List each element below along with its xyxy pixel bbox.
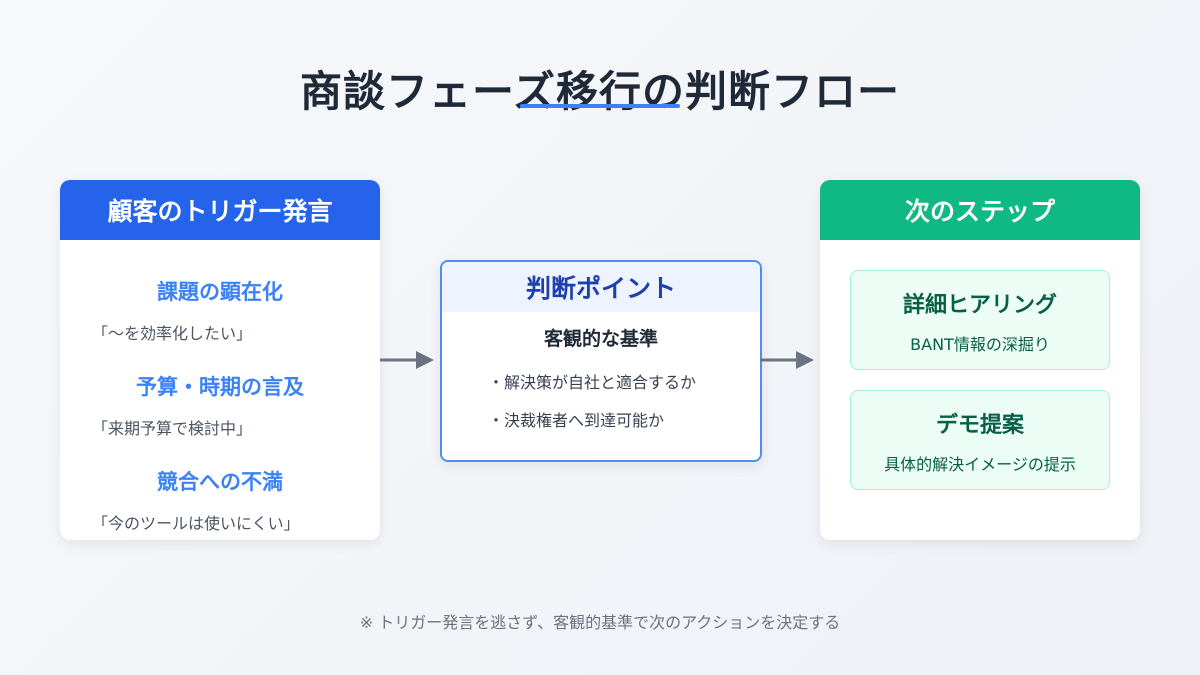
next-step-header: 次のステップ <box>820 180 1140 240</box>
step-description: BANT情報の深掘り <box>910 335 1050 354</box>
customer-trigger-header: 顧客のトリガー発言 <box>60 180 380 240</box>
trigger-quote: 「〜を効率化したい」 <box>92 324 253 343</box>
decision-point-header: 判断ポイント <box>442 262 760 312</box>
trigger-quote: 「来期予算で検討中」 <box>92 419 253 438</box>
page-title: 商談フェーズ移行の判断フロー <box>300 67 900 116</box>
decision-point-subtitle: 客観的な基準 <box>543 328 658 350</box>
step-item-2: デモ提案 具体的解決イメージの提示 <box>850 390 1110 490</box>
title-underline <box>520 104 680 108</box>
trigger-item-1: 課題の顕在化 「〜を効率化したい」 <box>60 262 380 357</box>
step-description: 具体的解決イメージの提示 <box>884 455 1076 474</box>
trigger-item-2: 予算・時期の言及 「来期予算で検討中」 <box>60 357 380 452</box>
footnote: ※ トリガー発言を逃さず、客観的基準で次のアクションを決定する <box>359 613 841 632</box>
trigger-name: 競合への不満 <box>157 470 283 494</box>
step-item-1: 詳細ヒアリング BANT情報の深掘り <box>850 270 1110 370</box>
trigger-name: 課題の顕在化 <box>157 280 283 304</box>
trigger-list: 課題の顕在化 「〜を効率化したい」 予算・時期の言及 「来期予算で検討中」 競合… <box>60 240 380 540</box>
criteria-item: ・決裁権者へ到達可能か <box>488 411 665 430</box>
next-step-card: 次のステップ 詳細ヒアリング BANT情報の深掘り デモ提案 具体的解決イメージ… <box>820 180 1140 540</box>
step-title: 詳細ヒアリング <box>902 293 1057 318</box>
trigger-quote: 「今のツールは使いにくい」 <box>92 514 300 533</box>
customer-trigger-card: 顧客のトリガー発言 課題の顕在化 「〜を効率化したい」 予算・時期の言及 「来期… <box>60 180 380 540</box>
decision-point-card: 判断ポイント 客観的な基準 ・解決策が自社と適合するか ・決裁権者へ到達可能か <box>440 260 762 462</box>
trigger-item-3: 競合への不満 「今のツールは使いにくい」 <box>60 452 380 540</box>
criteria-list: ・解決策が自社と適合するか ・決裁権者へ到達可能か <box>442 369 760 445</box>
arrow-right-icon <box>760 351 814 369</box>
criteria-item: ・解決策が自社と適合するか <box>488 373 697 392</box>
trigger-name: 予算・時期の言及 <box>136 375 304 399</box>
arrow-right-icon <box>380 351 434 369</box>
step-title: デモ提案 <box>935 413 1024 438</box>
